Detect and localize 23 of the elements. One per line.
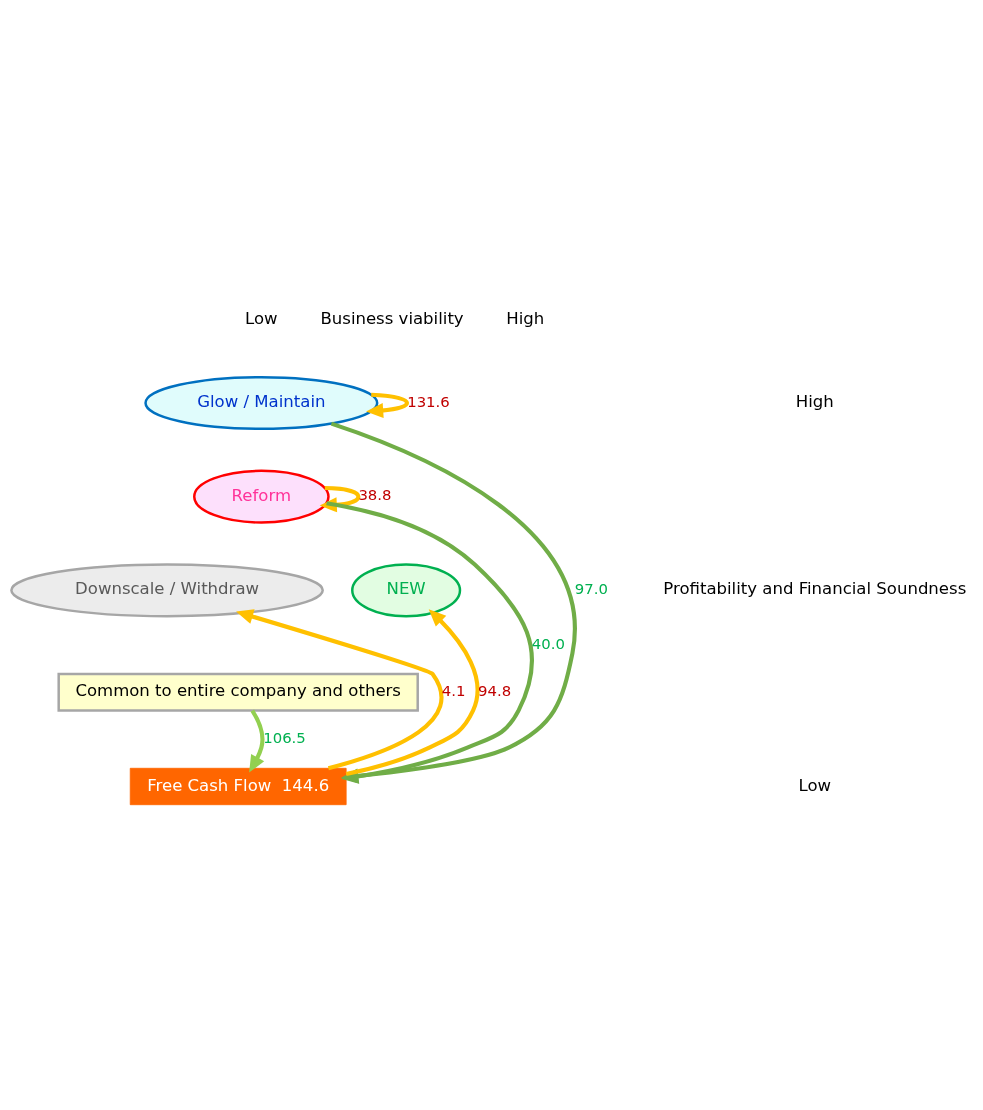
edge-label: 38.8 bbox=[358, 486, 392, 505]
arrow bbox=[236, 609, 444, 771]
node-box: Common to entire company and others bbox=[57, 672, 419, 712]
node-ellipse: NEW bbox=[351, 563, 462, 618]
label: Profitability and Financial Soundness bbox=[663, 579, 967, 599]
edge-label: 106.5 bbox=[263, 728, 306, 747]
label: Low bbox=[245, 309, 278, 329]
label: High bbox=[506, 309, 545, 329]
edge-label: 94.8 bbox=[478, 681, 512, 700]
arrow bbox=[249, 709, 265, 773]
arrow bbox=[366, 392, 410, 418]
edge-label: 97.0 bbox=[574, 579, 608, 598]
node-ellipse: Downscale / Withdraw bbox=[10, 563, 324, 618]
label: Business viability bbox=[320, 309, 464, 329]
node-box: Free Cash Flow 144.6 bbox=[129, 767, 347, 806]
label: Low bbox=[798, 775, 832, 795]
label: High bbox=[795, 392, 834, 412]
edge-label: 131.6 bbox=[407, 392, 450, 411]
arrow bbox=[345, 609, 480, 777]
node-ellipse: Reform bbox=[193, 469, 330, 524]
edge-label: 40.0 bbox=[531, 634, 565, 653]
node-ellipse: Glow / Maintain bbox=[144, 375, 379, 431]
edge-label: 4.1 bbox=[441, 681, 466, 700]
